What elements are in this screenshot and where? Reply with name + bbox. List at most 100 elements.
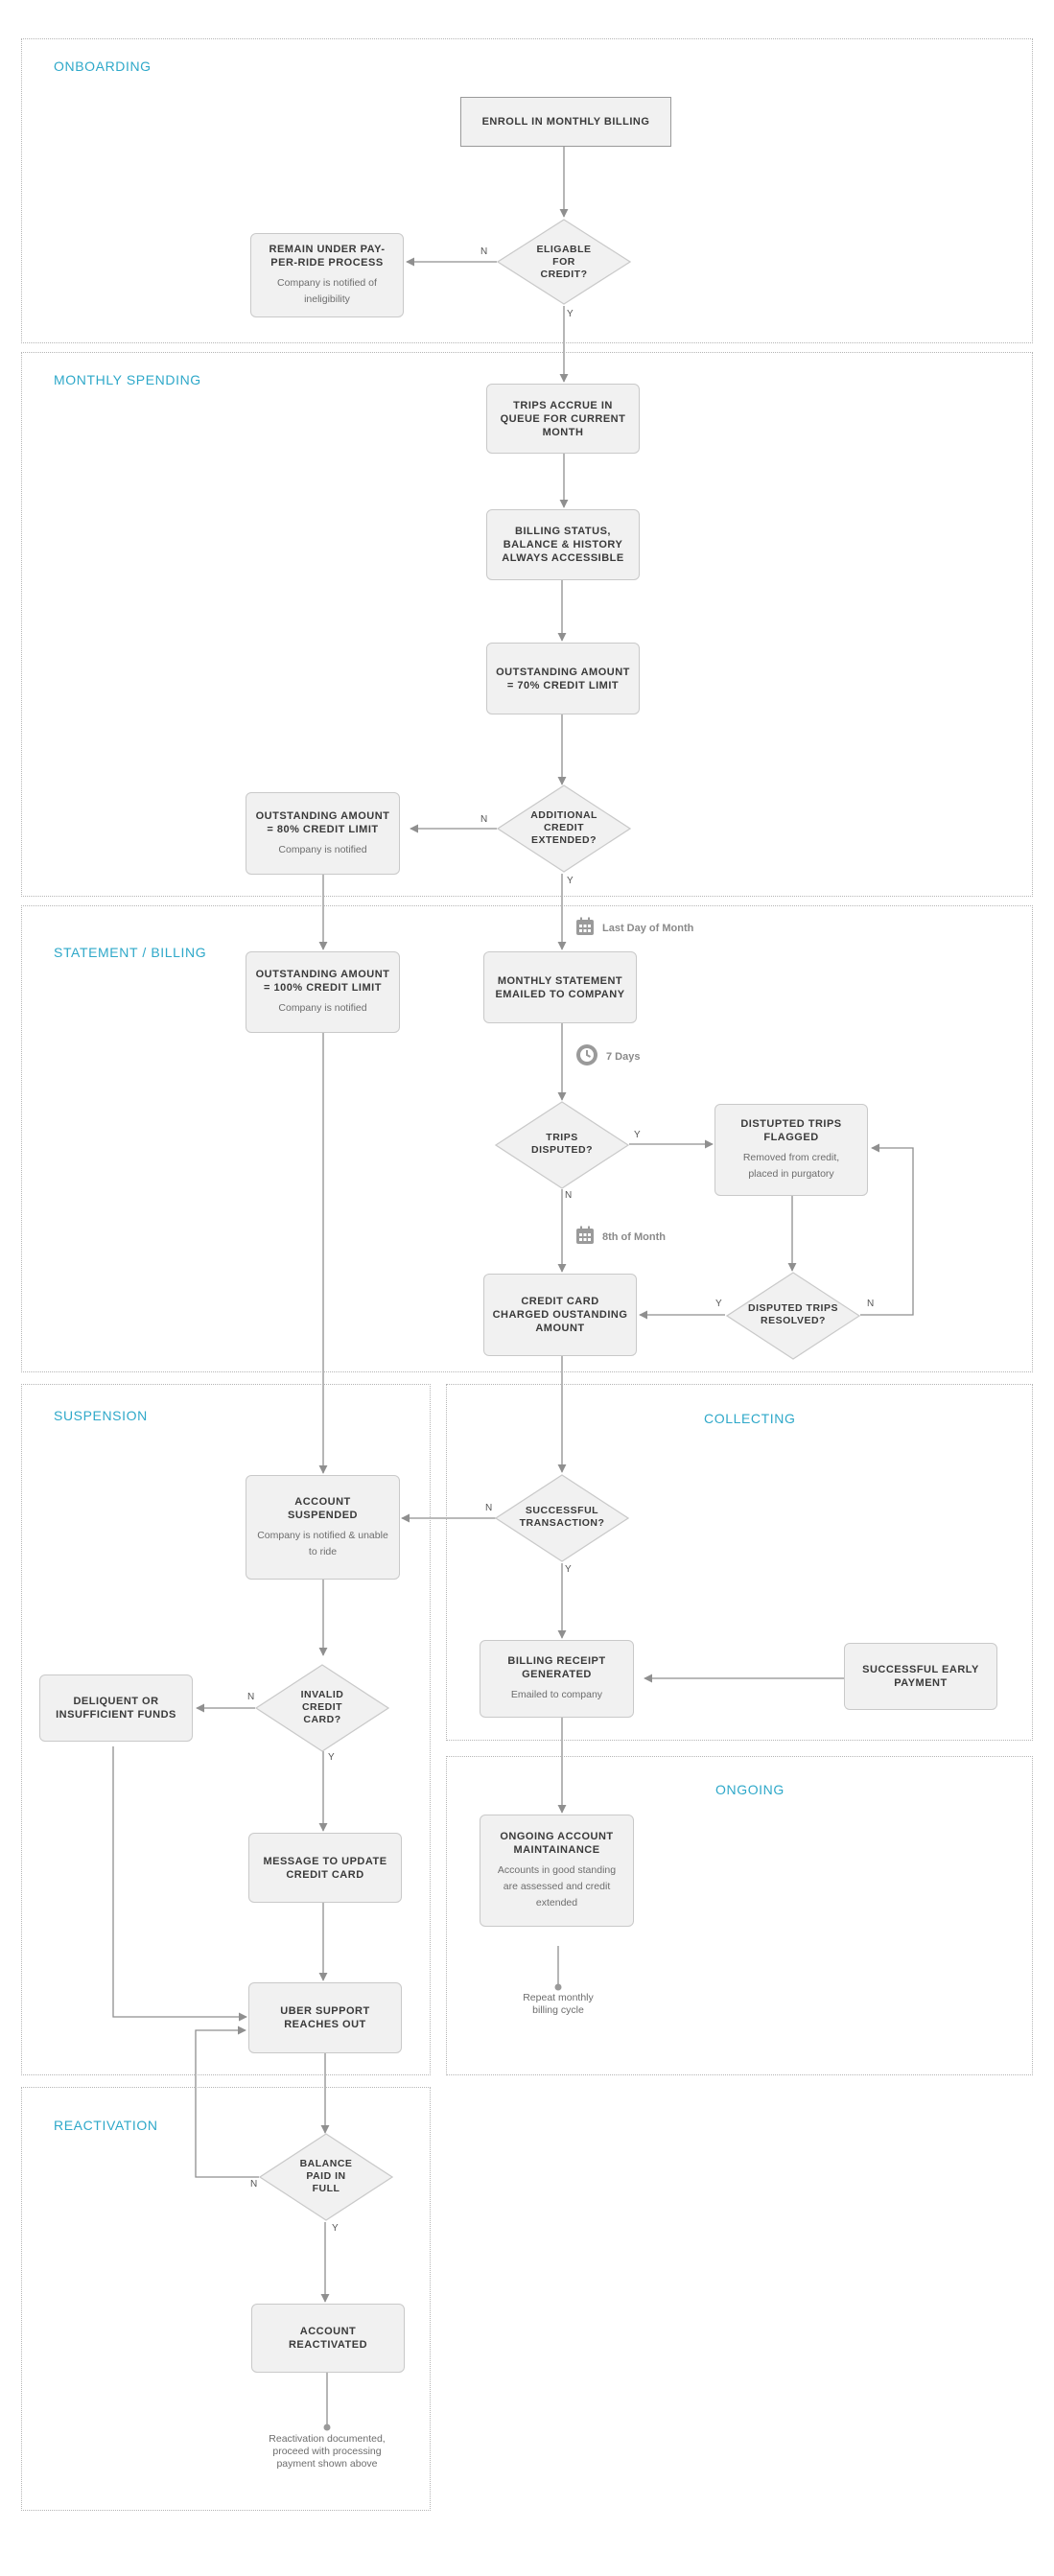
- branch-label-no: N: [565, 1190, 573, 1201]
- outstanding-100-node: OUTSTANDING AMOUNT = 100% CREDIT LIMIT C…: [246, 951, 400, 1033]
- node-title: DISTUPTED TRIPS FLAGGED: [740, 1118, 842, 1143]
- disputed-flagged-node: DISTUPTED TRIPS FLAGGED Removed from cre…: [714, 1104, 868, 1196]
- section-collecting: [446, 1384, 1033, 1741]
- section-title: SUSPENSION: [54, 1408, 148, 1423]
- branch-label-no: N: [480, 246, 488, 257]
- decision-balance-paid: BALANCE PAID IN FULL: [259, 2133, 393, 2221]
- calendar-icon: [575, 917, 595, 939]
- node-title: ACCOUNT REACTIVATED: [288, 2326, 368, 2351]
- ongoing-maintenance-node: ONGOING ACCOUNT MAINTAINANCE Accounts in…: [480, 1815, 634, 1927]
- uber-support-node: UBER SUPPORT REACHES OUT: [248, 1982, 402, 2053]
- node-subtitle: Company is notified: [278, 1002, 367, 1014]
- timing-seven-days: 7 Days: [575, 1043, 640, 1069]
- node-subtitle: Company is notified: [278, 843, 367, 855]
- decision-trips-disputed: TRIPS DISPUTED?: [495, 1101, 629, 1189]
- branch-label-yes: Y: [715, 1299, 722, 1309]
- remain-ppr-node: REMAIN UNDER PAY-PER-RIDE PROCESS Compan…: [250, 233, 404, 317]
- outstanding-80-node: OUTSTANDING AMOUNT = 80% CREDIT LIMIT Co…: [246, 792, 400, 875]
- delinquent-node: DELIQUENT OR INSUFFICIENT FUNDS: [39, 1674, 193, 1742]
- message-update-node: MESSAGE TO UPDATE CREDIT CARD: [248, 1833, 402, 1903]
- node-title: BILLING RECEIPT GENERATED: [507, 1655, 606, 1680]
- branch-label-yes: Y: [328, 1752, 335, 1763]
- decision-eligible: ELIGABLE FOR CREDIT?: [497, 219, 631, 305]
- repeat-cycle-note: Repeat monthly billing cycle: [523, 1992, 594, 2016]
- timing-last-day: Last Day of Month: [575, 917, 693, 939]
- account-reactivated-node: ACCOUNT REACTIVATED: [251, 2304, 405, 2373]
- node-subtitle: Emailed to company: [510, 1689, 603, 1700]
- node-title: BILLING STATUS, BALANCE & HISTORY ALWAYS…: [502, 526, 624, 564]
- section-reactivation: [21, 2087, 431, 2511]
- account-suspended-node: ACCOUNT SUSPENDED Company is notified & …: [246, 1475, 400, 1580]
- section-title: ONBOARDING: [54, 59, 152, 74]
- section-onboarding: [21, 38, 1033, 343]
- node-title: OUTSTANDING AMOUNT = 70% CREDIT LIMIT: [496, 666, 630, 691]
- end-dot: [323, 2424, 331, 2431]
- outstanding-70-node: OUTSTANDING AMOUNT = 70% CREDIT LIMIT: [486, 643, 640, 714]
- node-subtitle: Accounts in good standing are assessed a…: [497, 1864, 617, 1909]
- section-ongoing: [446, 1756, 1033, 2075]
- node-title: OUTSTANDING AMOUNT = 100% CREDIT LIMIT: [255, 969, 390, 994]
- section-statement-billing: [21, 905, 1033, 1372]
- branch-label-yes: Y: [567, 309, 574, 319]
- branch-label-yes: Y: [332, 2223, 339, 2234]
- node-title: MESSAGE TO UPDATE CREDIT CARD: [263, 1855, 387, 1881]
- trips-accrue-node: TRIPS ACCRUE IN QUEUE FOR CURRENT MONTH: [486, 384, 640, 454]
- decision-disputed-resolved: DISPUTED TRIPS RESOLVED?: [726, 1272, 860, 1360]
- decision-text: TRIPS DISPUTED?: [531, 1132, 594, 1156]
- timing-text: 8th of Month: [602, 1230, 666, 1243]
- decision-text: DISPUTED TRIPS RESOLVED?: [748, 1302, 838, 1326]
- section-monthly-spending: [21, 352, 1033, 897]
- decision-invalid-cc: INVALID CREDIT CARD?: [255, 1664, 389, 1752]
- node-subtitle: Company is notified of ineligibility: [277, 277, 377, 305]
- node-title: REMAIN UNDER PAY-PER-RIDE PROCESS: [269, 244, 386, 269]
- end-dot: [554, 1983, 562, 1991]
- decision-successful-tx: SUCCESSFUL TRANSACTION?: [495, 1474, 629, 1562]
- branch-label-yes: Y: [634, 1130, 641, 1140]
- branch-label-no: N: [250, 2179, 258, 2190]
- branch-label-no: N: [247, 1692, 255, 1702]
- node-title: SUCCESSFUL EARLY PAYMENT: [862, 1664, 979, 1689]
- node-title: OUTSTANDING AMOUNT = 80% CREDIT LIMIT: [255, 809, 390, 835]
- branch-label-no: N: [480, 814, 488, 825]
- clock-icon: [575, 1043, 598, 1069]
- connector: [195, 2026, 259, 2178]
- section-title: ONGOING: [715, 1782, 785, 1797]
- branch-label-no: N: [867, 1299, 875, 1309]
- decision-text: INVALID CREDIT CARD?: [300, 1688, 344, 1725]
- connector: [860, 1143, 914, 1316]
- reactivation-note: Reactivation documented, proceed with pr…: [269, 2433, 386, 2470]
- decision-additional-credit: ADDITIONAL CREDIT EXTENDED?: [497, 785, 631, 873]
- branch-label-no: N: [485, 1503, 493, 1513]
- decision-text: SUCCESSFUL TRANSACTION?: [519, 1505, 605, 1529]
- node-title: CREDIT CARD CHARGED OUSTANDING AMOUNT: [492, 1296, 628, 1334]
- decision-text: BALANCE PAID IN FULL: [299, 2157, 353, 2194]
- branch-label-yes: Y: [565, 1564, 572, 1575]
- node-title: UBER SUPPORT REACHES OUT: [280, 2005, 370, 2030]
- calendar-icon: [575, 1226, 595, 1248]
- node-title: ACCOUNT SUSPENDED: [288, 1495, 358, 1521]
- node-title: DELIQUENT OR INSUFFICIENT FUNDS: [56, 1696, 176, 1721]
- node-title: ENROLL IN MONTHLY BILLING: [481, 116, 650, 128]
- billing-status-node: BILLING STATUS, BALANCE & HISTORY ALWAYS…: [486, 509, 640, 580]
- billing-receipt-node: BILLING RECEIPT GENERATED Emailed to com…: [480, 1640, 634, 1718]
- connector: [112, 1746, 247, 2022]
- node-subtitle: Removed from credit, placed in purgatory: [742, 1152, 840, 1180]
- timing-text: Last Day of Month: [602, 922, 694, 934]
- cc-charged-node: CREDIT CARD CHARGED OUSTANDING AMOUNT: [483, 1274, 637, 1356]
- timing-eighth: 8th of Month: [575, 1226, 666, 1248]
- node-title: ONGOING ACCOUNT MAINTAINANCE: [500, 1831, 614, 1856]
- section-title: STATEMENT / BILLING: [54, 945, 207, 960]
- monthly-statement-node: MONTHLY STATEMENT EMAILED TO COMPANY: [483, 951, 637, 1023]
- decision-text: ELIGABLE FOR CREDIT?: [536, 243, 592, 280]
- section-title: REACTIVATION: [54, 2118, 158, 2133]
- branch-label-yes: Y: [567, 876, 574, 886]
- early-payment-node: SUCCESSFUL EARLY PAYMENT: [844, 1643, 997, 1710]
- decision-text: ADDITIONAL CREDIT EXTENDED?: [530, 808, 597, 846]
- section-title: MONTHLY SPENDING: [54, 372, 201, 387]
- timing-text: 7 Days: [606, 1050, 641, 1063]
- node-subtitle: Company is notified & unable to ride: [257, 1529, 388, 1557]
- section-suspension: [21, 1384, 431, 2075]
- section-title: COLLECTING: [704, 1411, 796, 1426]
- enroll-node: ENROLL IN MONTHLY BILLING: [460, 97, 671, 147]
